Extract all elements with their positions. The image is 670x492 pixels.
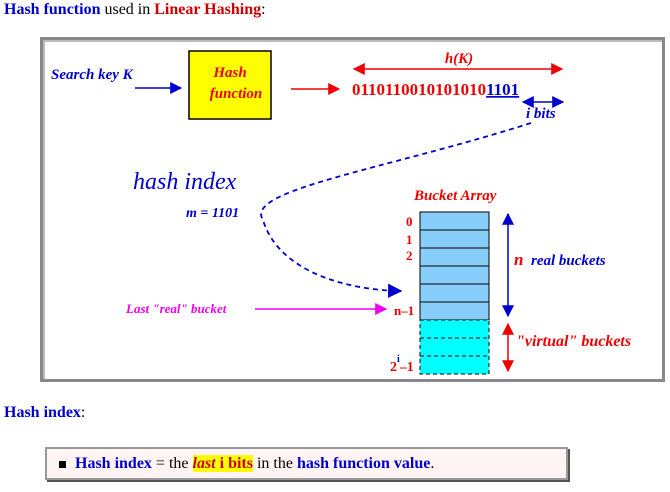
definition-line: Hash index = the last i bits in the hash… [59, 454, 435, 474]
hash-bits-suffix: 1101 [486, 80, 519, 99]
hash-box-line2: function [210, 86, 263, 102]
def-last: last [192, 455, 216, 472]
row-label-0: 0 [406, 214, 413, 229]
hash-bits: 01101100101010101101 [352, 80, 519, 99]
row-label-n-minus-1: n–1 [394, 303, 414, 318]
def-equals: = the [151, 455, 193, 472]
bucket-array-label: Bucket Array [413, 188, 497, 204]
search-key-label: Search key K [51, 67, 134, 83]
hash-box-line1: Hash [212, 65, 246, 81]
def-period: . [430, 455, 435, 472]
def-hash-function-value: hash function value [296, 455, 431, 472]
hash-index-heading: Hash index: [4, 403, 85, 423]
def-highlight: last i bits [192, 455, 253, 472]
row-label-1: 1 [406, 232, 413, 247]
n-label: n [514, 250, 523, 269]
last-real-bucket-label: Last "real" bucket [125, 301, 227, 316]
bucket-3 [419, 265, 490, 285]
heading-used-in: used in [100, 1, 155, 18]
hash-bits-prefix: 0110110010101010 [352, 80, 486, 99]
hash-index-curve [260, 122, 532, 298]
hashing-diagram: Search key K Hash function h(K) 01101100… [51, 50, 631, 375]
bullet-icon [59, 461, 66, 468]
hash-function-box [188, 50, 272, 120]
row-label-2i-tail: –1 [399, 360, 414, 375]
virtual-buckets-block [419, 319, 490, 375]
hk-label: h(K) [445, 51, 473, 67]
m-label: m = 1101 [186, 206, 239, 221]
bucket-0 [419, 211, 490, 231]
definition-box: Hash index = the last i bits in the hash… [45, 447, 568, 480]
hash-index-label: hash index [133, 169, 237, 195]
def-i-bits: i bits [215, 455, 253, 472]
def-in-the: in the [252, 455, 297, 472]
row-label-2i-base: 2 [390, 360, 397, 375]
row-label-2i-exp: i [397, 354, 400, 365]
row-label-2: 2 [406, 248, 413, 263]
real-buckets-label: real buckets [531, 253, 606, 269]
heading-colon: : [261, 1, 266, 18]
index-heading-label: Hash index [4, 404, 81, 421]
bucket-last-real [419, 301, 490, 321]
diagram-frame: Search key K Hash function h(K) 01101100… [40, 37, 665, 382]
bucket-1 [419, 229, 490, 249]
heading-hash-function: Hash function [4, 1, 101, 18]
bucket-4 [419, 283, 490, 303]
def-hash-index: Hash index [75, 455, 152, 472]
heading-linear-hashing: Linear Hashing [154, 1, 262, 18]
index-heading-colon: : [80, 404, 86, 421]
bucket-2 [419, 247, 490, 267]
i-bits-label: i bits [526, 106, 556, 122]
top-heading: Hash function used in Linear Hashing: [4, 0, 266, 20]
virtual-buckets-label: "virtual" buckets [516, 333, 631, 350]
row-label-2i-minus-1: 2i–1 [390, 354, 414, 375]
